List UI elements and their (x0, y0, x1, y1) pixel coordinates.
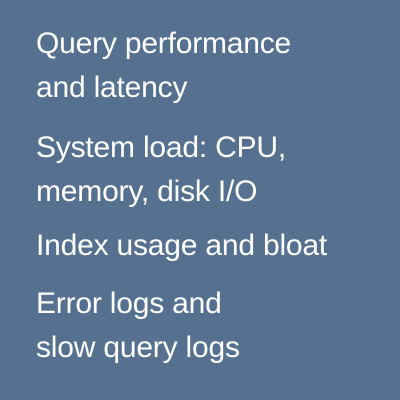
topic-system-load: System load: CPU, memory, disk I/O (36, 131, 287, 208)
topic-query-performance: Query performance and latency (36, 27, 292, 104)
topic-index-usage: Index usage and bloat (36, 229, 328, 262)
topic-error-logs: Error logs and slow query logs (36, 287, 240, 364)
